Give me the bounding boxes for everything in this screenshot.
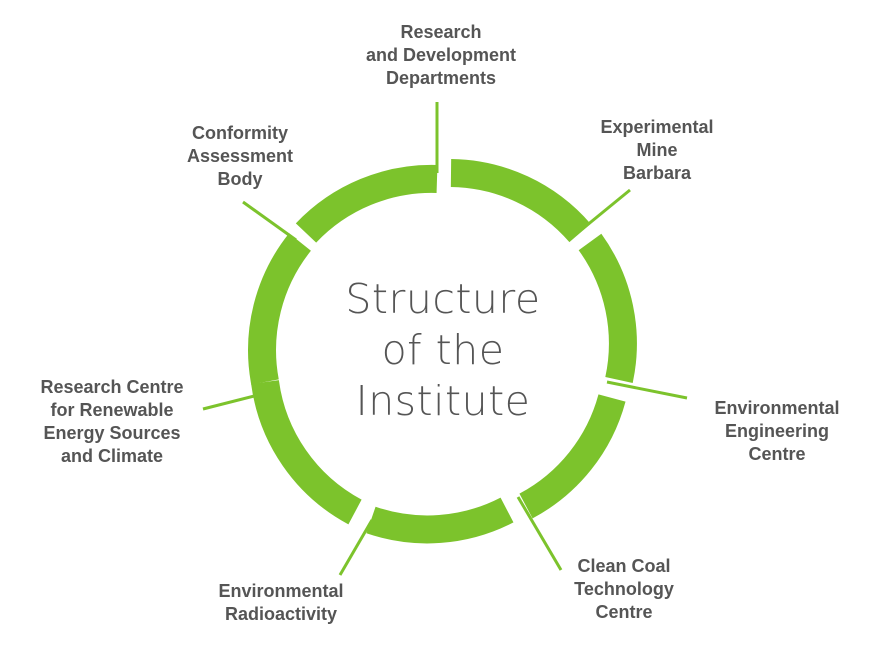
unit-conformity-assessment: Conformity Assessment Body — [187, 123, 293, 189]
center-title: Structure of the Institute — [345, 275, 540, 425]
unit-label-line: Centre — [595, 602, 652, 622]
unit-environmental-engineering: Environmental Engineering Centre — [714, 398, 839, 464]
ring-segment — [295, 164, 438, 243]
center-title-line: Institute — [356, 377, 531, 425]
unit-label-line: Centre — [748, 444, 805, 464]
unit-label-line: Assessment — [187, 146, 293, 166]
unit-label-line: Technology — [574, 579, 674, 599]
unit-label-line: Body — [218, 169, 263, 189]
unit-label-line: Departments — [386, 68, 496, 88]
unit-label-line: Engineering — [725, 421, 829, 441]
unit-label-line: Energy Sources — [43, 423, 180, 443]
unit-label-line: Experimental — [600, 117, 713, 137]
connector-line — [574, 188, 631, 237]
unit-renewable-energy-climate: Research Centre for Renewable Energy Sou… — [40, 377, 183, 466]
unit-label-line: Barbara — [623, 163, 692, 183]
connector-line — [338, 519, 374, 576]
unit-label-line: Conformity — [192, 123, 288, 143]
unit-label-line: and Development — [366, 45, 516, 65]
unit-label-line: Research Centre — [40, 377, 183, 397]
unit-environmental-radioactivity: Environmental Radioactivity — [218, 581, 343, 624]
ring-segment — [519, 394, 626, 519]
ring-segment — [248, 233, 312, 385]
unit-label-line: Radioactivity — [225, 604, 337, 624]
unit-research-and-development: Research and Development Departments — [366, 22, 516, 88]
connector-line — [516, 496, 563, 571]
unit-label-line: Environmental — [218, 581, 343, 601]
center-title-line: Structure — [345, 275, 540, 323]
unit-label-line: Research — [400, 22, 481, 42]
ring — [248, 159, 637, 544]
connector-line — [242, 200, 297, 242]
ring-segment — [251, 379, 362, 525]
ring-segment — [366, 497, 514, 544]
unit-label-line: for Renewable — [50, 400, 173, 420]
unit-experimental-mine: Experimental Mine Barbara — [600, 117, 713, 183]
ring-segment — [578, 233, 637, 383]
center-title-line: of the — [382, 326, 505, 374]
connector-line — [202, 392, 263, 411]
ring-segment — [450, 159, 591, 243]
unit-clean-coal-technology: Clean Coal Technology Centre — [574, 556, 674, 622]
unit-label-line: and Climate — [61, 446, 163, 466]
connectors — [202, 102, 688, 576]
unit-label-line: Environmental — [714, 398, 839, 418]
unit-label-line: Mine — [636, 140, 677, 160]
unit-label-line: Clean Coal — [577, 556, 670, 576]
connector-line — [606, 380, 688, 400]
